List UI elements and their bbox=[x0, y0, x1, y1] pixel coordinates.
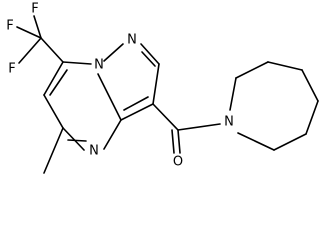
bond-methyl bbox=[43, 127, 64, 174]
bond-cf-f2 bbox=[33, 15, 42, 39]
bond-c6-c5 bbox=[43, 94, 64, 129]
bond-az-7 bbox=[237, 132, 275, 151]
bond-c3-carbonyl bbox=[152, 103, 179, 131]
bond-co-1 bbox=[177, 129, 181, 154]
bond-az-1 bbox=[229, 77, 237, 111]
bond-az-4 bbox=[301, 69, 319, 102]
bond-c2-c3 bbox=[152, 63, 160, 105]
bond-c5-n4 bbox=[62, 127, 85, 151]
bond-az-3 bbox=[267, 61, 303, 71]
bond-cf-f3 bbox=[18, 37, 42, 64]
atom-f2: F bbox=[31, 2, 38, 17]
bond-c5-n4-inner bbox=[67, 139, 87, 142]
bond-carbonyl-n bbox=[177, 123, 221, 131]
bond-n-bridge-c7 bbox=[62, 61, 92, 65]
bond-c3a-n-bridge bbox=[97, 73, 122, 121]
bond-az-2 bbox=[235, 61, 269, 79]
structure-canvas: F F F N N N O N bbox=[6, 2, 319, 174]
atom-f3: F bbox=[8, 62, 15, 77]
bond-n2-c2-inner bbox=[141, 51, 156, 67]
bond-n-bridge-n2 bbox=[103, 43, 124, 62]
bond-co-2 bbox=[171, 129, 175, 154]
atom-n-pyrimidine: N bbox=[89, 144, 99, 159]
bond-n2-c2 bbox=[140, 43, 160, 65]
molecule-structure: F F F N N N O N bbox=[6, 2, 319, 174]
bond-cf3-ring bbox=[40, 37, 64, 63]
bond-c3-c3a bbox=[120, 103, 154, 121]
bond-c7-c6 bbox=[43, 61, 64, 96]
bond-c7-c6-inner bbox=[49, 69, 68, 96]
atom-o-carbonyl: O bbox=[173, 155, 183, 170]
atom-n-bridge: N bbox=[94, 58, 104, 73]
bond-c3-c3a-inner bbox=[123, 96, 149, 111]
bond-az-6 bbox=[273, 133, 307, 151]
atom-f1: F bbox=[6, 19, 13, 34]
bond-cf-f1 bbox=[16, 26, 42, 39]
atom-n-pyrazole: N bbox=[127, 33, 137, 48]
atom-n-azepane: N bbox=[224, 115, 234, 130]
bond-n4-c3a bbox=[103, 119, 122, 150]
bond-az-5 bbox=[305, 100, 319, 135]
